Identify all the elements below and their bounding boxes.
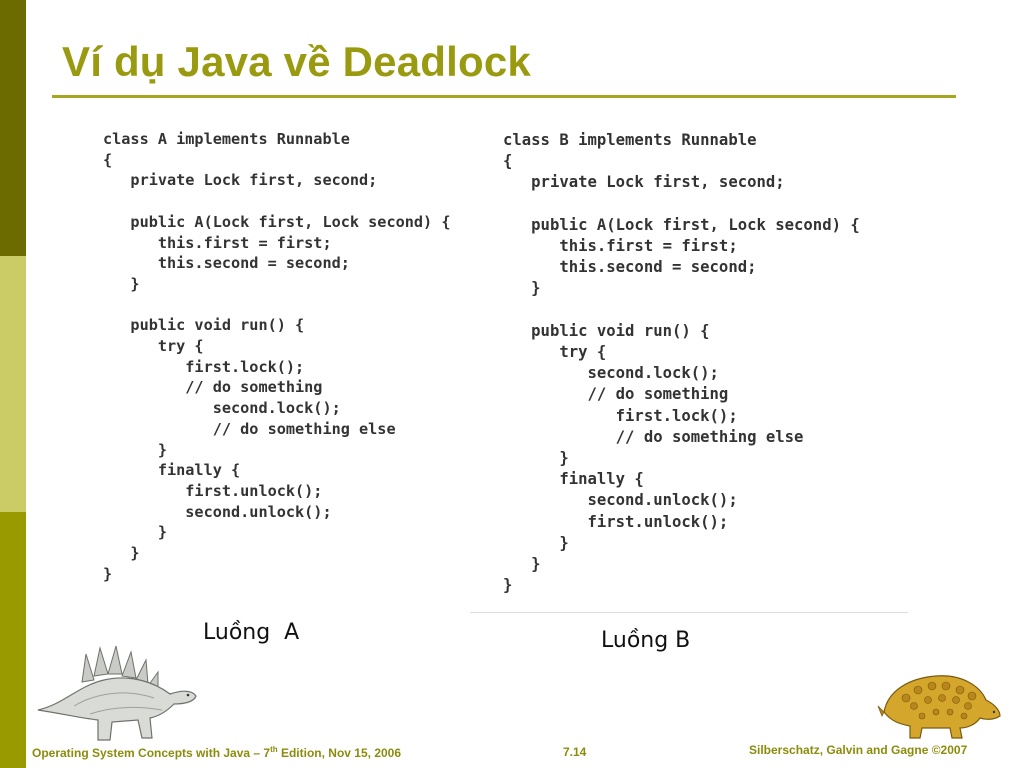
- footer-book-title: Operating System Concepts with Java – 7t…: [32, 745, 402, 760]
- code-line: [103, 191, 450, 212]
- code-line: public A(Lock first, Lock second) {: [103, 212, 451, 231]
- stegosaurus-dinosaur-icon: [37, 645, 197, 741]
- code-line: }: [503, 533, 569, 552]
- code-line: this.first = first;: [103, 233, 332, 252]
- code-line: public A(Lock first, Lock second) {: [503, 215, 860, 234]
- code-line: }: [103, 274, 140, 293]
- code-line: second.unlock();: [103, 502, 332, 521]
- code-line: // do something else: [103, 419, 396, 438]
- code-line: // do something: [103, 378, 323, 397]
- code-line: {: [103, 150, 113, 169]
- code-line: private Lock first, second;: [103, 171, 378, 190]
- code-line: first.lock();: [503, 406, 738, 425]
- code-line: this.second = second;: [103, 254, 350, 273]
- code-line: first.lock();: [103, 357, 305, 376]
- code-line: // do something: [503, 385, 729, 404]
- code-line: {: [503, 152, 513, 171]
- code-line: second.lock();: [503, 364, 719, 383]
- sidebar-block-top: [0, 0, 26, 256]
- code-divider: [470, 612, 908, 613]
- code-line: finally {: [503, 470, 644, 489]
- code-line: class A implements Runnable: [103, 130, 350, 148]
- code-line: }: [103, 523, 168, 542]
- code-line: }: [503, 279, 541, 298]
- code-line: second.lock();: [103, 399, 341, 418]
- code-line: [503, 194, 860, 215]
- sidebar-block-middle: [0, 256, 26, 512]
- code-line: first.unlock();: [103, 481, 323, 500]
- code-line: // do something else: [503, 427, 804, 446]
- code-line: second.unlock();: [503, 491, 738, 510]
- code-line: class B implements Runnable: [503, 131, 757, 149]
- code-line: [103, 295, 450, 316]
- slide-title: Ví dụ Java về Deadlock: [62, 38, 531, 85]
- code-line: try {: [503, 343, 607, 362]
- code-line: public void run() {: [103, 316, 305, 335]
- code-line: finally {: [103, 461, 241, 480]
- footer-authors: Silberschatz, Galvin and Gagne ©2007: [749, 743, 968, 757]
- code-line: }: [103, 564, 113, 583]
- code-line: this.first = first;: [503, 237, 738, 256]
- code-line: }: [503, 449, 569, 468]
- caption-thread-a: Luồng A: [203, 620, 300, 645]
- code-block-class-b: class B implements Runnable { private Loc…: [503, 130, 860, 596]
- ankylosaurus-dinosaur-icon: [877, 675, 1001, 739]
- code-line: public void run() {: [503, 321, 710, 340]
- code-line: try {: [103, 337, 204, 356]
- code-block-class-a: class A implements Runnable { private Loc…: [103, 129, 450, 584]
- code-line: this.second = second;: [503, 258, 757, 277]
- sidebar-block-bottom: [0, 512, 26, 768]
- code-line: }: [103, 544, 140, 563]
- code-line: }: [103, 440, 168, 459]
- footer-page-number: 7.14: [563, 745, 587, 759]
- caption-thread-b: Luồng B: [601, 628, 691, 653]
- title-underline: [52, 95, 956, 98]
- code-line: [503, 300, 860, 321]
- code-line: }: [503, 576, 513, 595]
- code-line: }: [503, 555, 541, 574]
- code-line: private Lock first, second;: [503, 173, 785, 192]
- code-line: first.unlock();: [503, 512, 729, 531]
